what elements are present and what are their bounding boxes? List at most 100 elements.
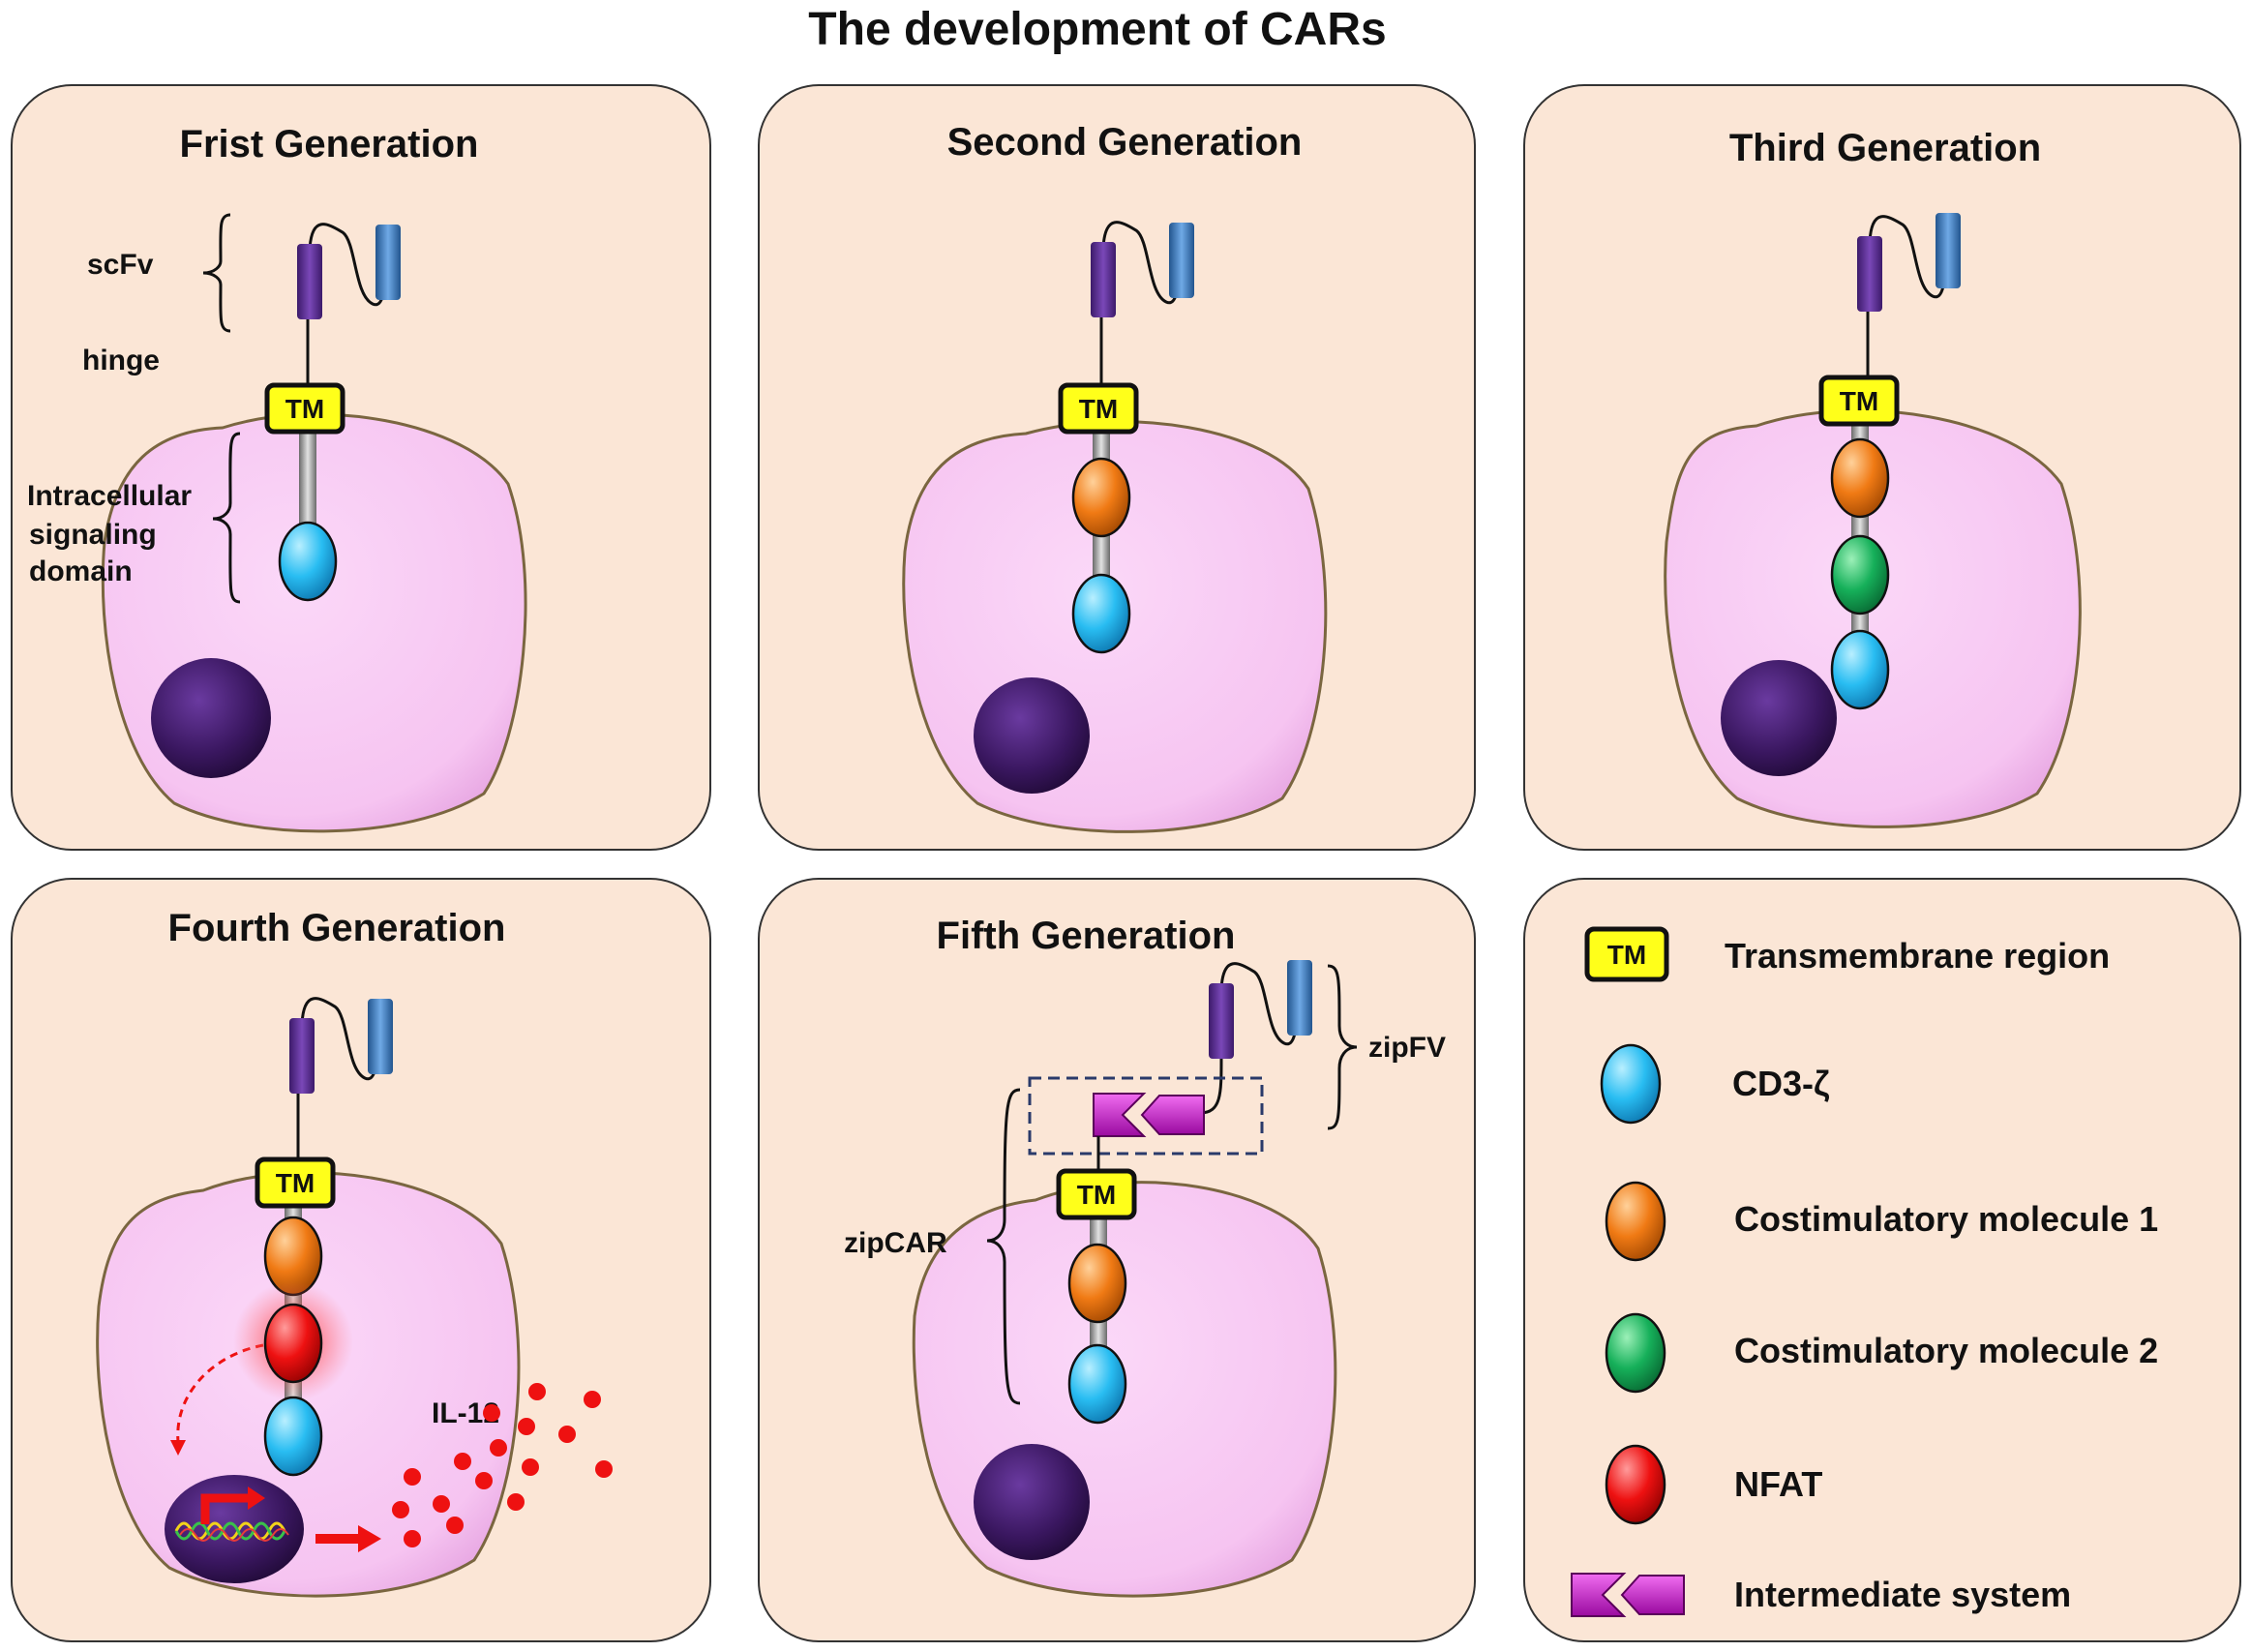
vh-domain-icon — [1857, 236, 1882, 312]
zipcar-label: zipCAR — [844, 1227, 947, 1259]
il12-dot — [528, 1383, 546, 1400]
costim2-domain-icon — [1830, 534, 1890, 616]
car-receptor: TM — [1058, 221, 1194, 654]
panel-title-fourth: Fourth Generation — [168, 907, 506, 949]
legend-item-intermediate: Intermediate system — [1571, 1573, 2071, 1617]
cd3z-domain-icon — [263, 1396, 323, 1477]
legend-item-nfat: NFAT — [1605, 1444, 1822, 1525]
legend-label-costim1: Costimulatory molecule 1 — [1734, 1199, 2158, 1239]
il12-dot — [475, 1472, 493, 1489]
intracellular-bracket — [212, 432, 241, 604]
panel-third-generation: Third Generation TM — [1523, 84, 2241, 851]
panel-title-first: Frist Generation — [180, 123, 479, 165]
il12-dot — [507, 1493, 525, 1511]
figure-title: The development of CARs — [808, 4, 1386, 55]
nfat-domain-icon — [263, 1303, 323, 1384]
zipfv-tether — [1199, 1058, 1223, 1115]
il12-dot — [392, 1501, 409, 1518]
intermediate-system-box — [1028, 1076, 1264, 1156]
il12-dot — [446, 1517, 464, 1534]
legend-label-cd3z: CD3-ζ — [1732, 1064, 1830, 1103]
panel-title-fifth: Fifth Generation — [937, 915, 1236, 957]
tm-label: TM — [276, 1168, 315, 1198]
nfat-signal-arrowhead — [170, 1440, 186, 1456]
panel-fifth-generation: Fifth Generation TM zipFV zipCAR — [758, 878, 1476, 1642]
tm-label: TM — [1840, 386, 1878, 416]
il12-dot — [558, 1426, 576, 1443]
tm-domain — [1058, 382, 1139, 435]
nucleus — [974, 1444, 1090, 1560]
tm-label: TM — [285, 394, 324, 424]
dna-icon — [174, 1521, 289, 1542]
intracellular-label-line1: Intracellular — [27, 480, 192, 512]
scfv-label: scFv — [87, 249, 154, 281]
tm-label: TM — [1079, 394, 1118, 424]
vl-domain-icon — [1936, 213, 1961, 288]
il12-dot — [433, 1495, 450, 1513]
legend-label-costim2: Costimulatory molecule 2 — [1734, 1331, 2158, 1370]
tm-domain — [1818, 375, 1900, 427]
intermediate-chevron-icon — [1093, 1093, 1147, 1137]
stem — [299, 424, 316, 540]
costim2-oval-icon — [1605, 1312, 1666, 1394]
vh-domain-icon — [1091, 242, 1116, 317]
vl-domain-icon — [368, 999, 393, 1074]
tm-label: TM — [1077, 1180, 1116, 1210]
legend-item-costim1: Costimulatory molecule 1 — [1605, 1181, 2158, 1262]
vl-domain-icon — [1287, 960, 1312, 1036]
transcription-arrow-icon — [200, 1493, 250, 1524]
cd3z-domain-icon — [1067, 1343, 1127, 1425]
vh-domain-icon — [1209, 983, 1234, 1059]
car-receptor: TM — [233, 997, 393, 1477]
scfv-bracket — [202, 213, 231, 333]
vh-domain-icon — [289, 1018, 315, 1094]
panel-title-third: Third Generation — [1729, 127, 2041, 169]
zipcar-bracket — [986, 1088, 1021, 1405]
costim1-oval-icon — [1605, 1181, 1666, 1262]
il12-dot — [483, 1404, 500, 1422]
vl-domain-icon — [1169, 223, 1194, 298]
il12-dot — [584, 1391, 601, 1408]
legend-label-intermediate: Intermediate system — [1734, 1575, 2071, 1614]
hinge-label: hinge — [82, 345, 160, 376]
car-receptor: TM — [1818, 213, 1961, 710]
nucleus — [151, 658, 271, 778]
tm-domain — [1056, 1168, 1137, 1220]
legend-panel: TM Transmembrane region CD3-ζ Costimulat… — [1523, 878, 2241, 1642]
il12-dot — [522, 1458, 539, 1476]
il12-dot — [518, 1418, 535, 1435]
vh-domain-icon — [297, 244, 322, 319]
car-receptor: TM — [1028, 960, 1312, 1425]
zipfv-bracket — [1327, 964, 1358, 1130]
panel-second-generation: Second Generation TM — [758, 84, 1476, 851]
car-receptor: TM — [264, 223, 401, 602]
cd3z-domain-icon — [278, 521, 338, 602]
il12-dot — [404, 1468, 421, 1486]
cd3z-domain-icon — [1830, 629, 1890, 710]
intermediate-arrow-icon — [1620, 1575, 1685, 1615]
cd3z-oval-icon — [1600, 1043, 1662, 1125]
legend-item-costim2: Costimulatory molecule 2 — [1605, 1312, 2158, 1394]
intermediate-chevron-icon — [1571, 1573, 1627, 1617]
nucleus — [1721, 660, 1837, 776]
legend-item-tm: TM Transmembrane region — [1584, 926, 2110, 982]
panel-fourth-generation: Fourth Generation TM IL-12 — [11, 878, 711, 1642]
intracellular-label-line2: signaling — [29, 519, 157, 551]
transcription-arrowhead — [248, 1487, 265, 1510]
nucleus — [165, 1475, 304, 1583]
costim1-domain-icon — [1071, 457, 1131, 538]
legend-item-cd3z: CD3-ζ — [1600, 1043, 1830, 1125]
il12-dot — [404, 1530, 421, 1547]
il12-dot — [454, 1453, 471, 1470]
panel-title-second: Second Generation — [947, 121, 1303, 164]
tm-label: TM — [1607, 940, 1646, 970]
nfat-oval-icon — [1605, 1444, 1666, 1525]
panel-first-generation: Frist Generation TM scFv hinge Intracell… — [11, 84, 711, 851]
tm-domain — [264, 382, 345, 435]
nucleus — [974, 677, 1090, 794]
costim1-domain-icon — [1067, 1243, 1127, 1324]
cd3z-domain-icon — [1071, 573, 1131, 654]
il12-particles — [392, 1383, 613, 1547]
zipfv-label: zipFV — [1368, 1032, 1446, 1064]
